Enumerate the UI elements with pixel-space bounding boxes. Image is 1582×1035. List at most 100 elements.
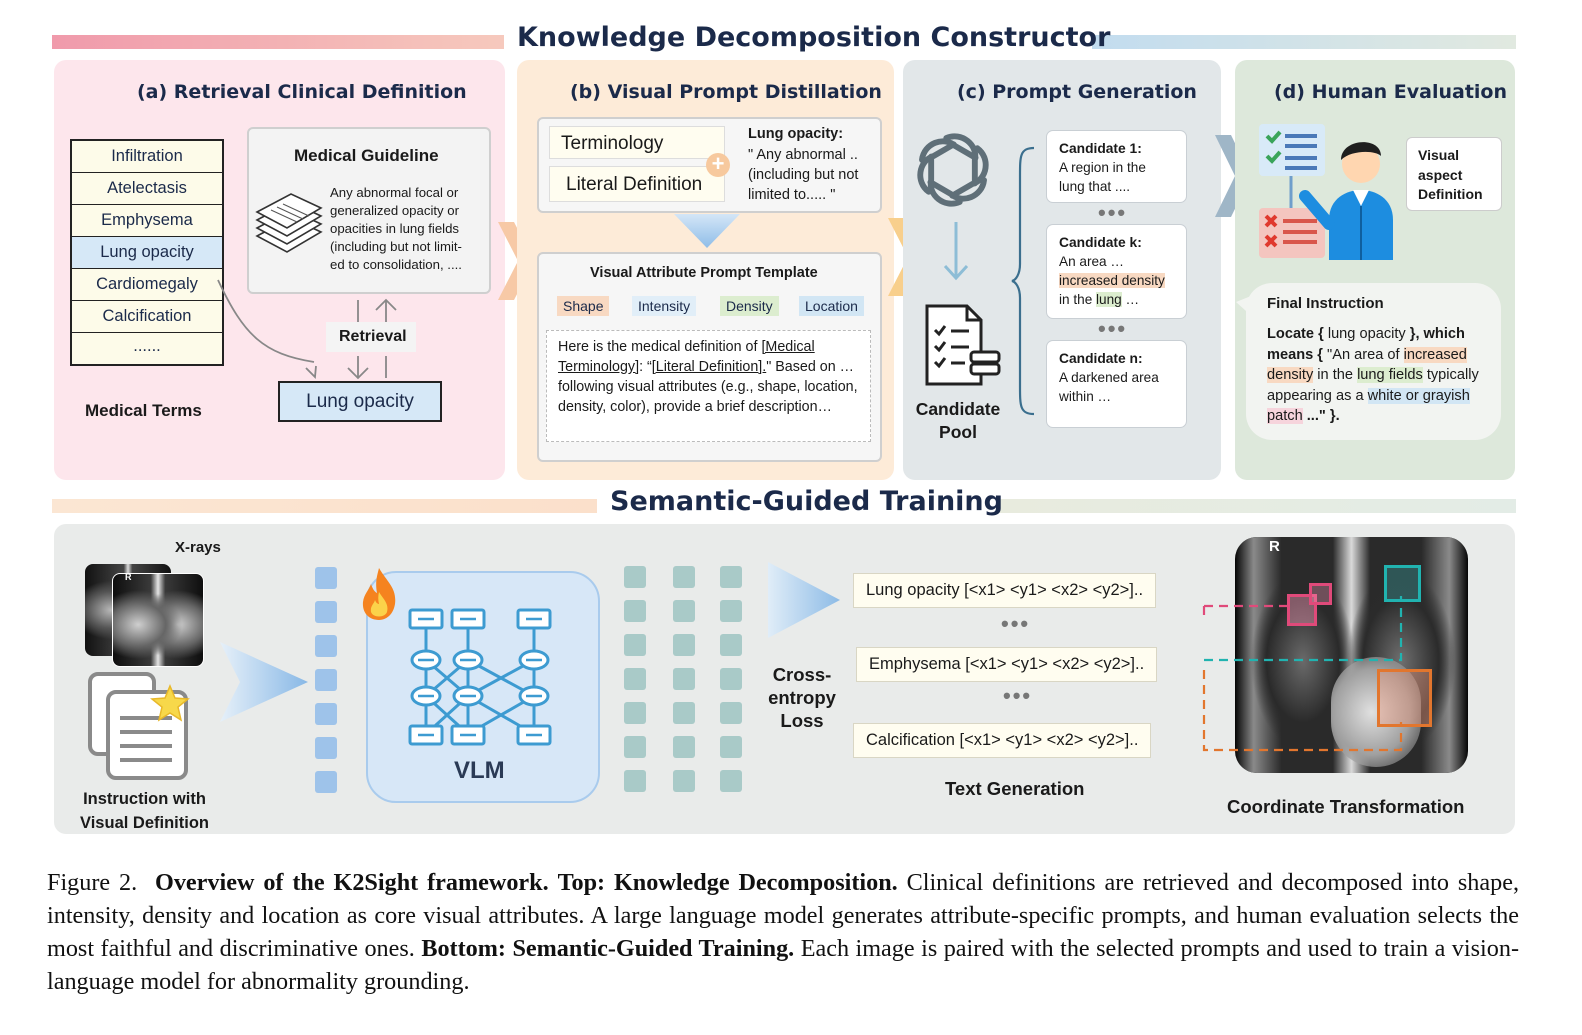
output-token [624, 566, 646, 588]
instruction-label: Instruction with Visual Definition [80, 790, 209, 832]
panel-d-title: (d) Human Evaluation [1274, 81, 1507, 103]
final-instruction-title: Final Instruction [1267, 295, 1384, 312]
ellipsis-dots: ••• [1098, 200, 1128, 225]
chest-xray-image [1235, 537, 1468, 773]
llm-logo-icon [917, 133, 989, 207]
coordinate-transformation-label: Coordinate Transformation [1227, 796, 1465, 817]
neural-network-icon [408, 608, 552, 746]
output-token [720, 668, 742, 690]
input-arrow-icon [220, 642, 308, 722]
input-token [315, 771, 337, 793]
final-highlight-intensity: white or grayish [1367, 387, 1470, 404]
bottom-title-bar-right [998, 499, 1516, 513]
candidate-card: Candidate k: An area … increased density i… [1046, 224, 1187, 319]
term-row: Calcification [72, 301, 222, 333]
top-title-bar-right [1092, 35, 1516, 49]
input-token [315, 737, 337, 759]
output-calcification: Calcification [<x1> <y1> <x2> <y2>].. [853, 723, 1152, 758]
attribute-tag-density: Density [720, 296, 779, 316]
caption-bold: Top: Knowledge Decomposition. [557, 869, 898, 896]
attribute-tag-location: Location [799, 296, 864, 316]
candidate-pool-label: Candidate Pool [915, 399, 1001, 442]
input-token [315, 703, 337, 725]
candidate-highlight-density: increased density [1059, 273, 1165, 288]
bottom-title-bar-left [52, 499, 597, 513]
caption-text: Each image is paired with the selected p… [47, 935, 1519, 995]
document-stack-icon [255, 193, 323, 253]
ellipsis-dots: ••• [1001, 611, 1031, 636]
caption-bold: Overview of the K2Sight framework. [155, 869, 549, 896]
down-arrow-icon [674, 214, 740, 248]
candidate-text: A region in the lung that .... [1059, 160, 1146, 194]
output-token [624, 600, 646, 622]
output-token [673, 770, 695, 792]
output-token [720, 702, 742, 724]
medical-terms-table: Infiltration Atelectasis Emphysema Lung … [70, 139, 224, 366]
bubble-tail [1236, 294, 1256, 320]
output-token [720, 566, 742, 588]
candidate-label: Candidate n: [1059, 351, 1143, 366]
final-text: in the [1313, 367, 1358, 383]
output-token [624, 770, 646, 792]
brace [1011, 146, 1035, 416]
final-highlight-shape: patch [1267, 408, 1303, 424]
retrieved-term-box: Lung opacity [278, 381, 442, 422]
bbox-lung-opacity-small [1309, 583, 1332, 605]
caption-bold: Bottom: Semantic-Guided Training. [421, 935, 795, 962]
term-row: ...... [133, 337, 161, 355]
panel-b-title: (b) Visual Prompt Distillation [570, 81, 882, 103]
template-text: " Based on … following visual attributes… [558, 359, 858, 415]
template-title: Visual Attribute Prompt Template [590, 265, 818, 281]
coordinate-links [1202, 596, 1403, 752]
output-token [624, 668, 646, 690]
fire-icon [362, 568, 396, 620]
output-lung-opacity: Lung opacity [<x1> <y1> <x2> <y2>].. [853, 573, 1157, 608]
candidate-text: in the [1059, 292, 1097, 307]
checklist-icon [925, 304, 1001, 386]
final-instruction-text: Locate { lung opacity }, which means { "… [1267, 324, 1497, 427]
medical-terms-label: Medical Terms [85, 401, 202, 420]
visual-definition-card [1406, 137, 1502, 211]
final-text: }, which means { [1267, 326, 1465, 363]
template-link: [Medical Terminology] [558, 339, 815, 375]
xrays-label: X-rays [175, 539, 221, 556]
candidate-card: Candidate 1: A region in the lung that ..… [1046, 130, 1187, 203]
output-token [720, 736, 742, 758]
definition-term: Lung opacity: [748, 126, 844, 142]
final-text: ..." }. [1302, 408, 1340, 424]
input-token [315, 567, 337, 589]
candidate-text: An area … [1059, 254, 1124, 269]
output-token [673, 566, 695, 588]
vlm-label: VLM [454, 757, 505, 784]
xray-heart [1331, 657, 1421, 767]
term-row-selected: Lung opacity [72, 237, 222, 269]
output-token [720, 600, 742, 622]
retrieval-label: Retrieval [339, 328, 407, 345]
input-token [315, 669, 337, 691]
output-token [720, 770, 742, 792]
caption-text: Clinical definitions are retrieved and d… [47, 869, 1520, 962]
literal-definition-chip: Literal Definition [549, 166, 725, 202]
bbox-calcification [1377, 669, 1432, 727]
term-to-box-arrow [217, 279, 317, 379]
final-text: lung opacity [1327, 326, 1406, 342]
down-arrow-icon [943, 222, 969, 281]
final-text: typically appearing as a [1267, 367, 1479, 404]
plus-icon: + [706, 153, 730, 177]
retrieval-label-bg [326, 322, 416, 352]
term-row: Emphysema [72, 205, 222, 237]
output-token [673, 634, 695, 656]
guideline-title: Medical Guideline [294, 146, 439, 165]
candidate-label: Candidate k: [1059, 235, 1142, 250]
candidate-label: Candidate 1: [1059, 141, 1142, 156]
document-star-icon [88, 672, 190, 780]
retrieval-arrows [347, 298, 397, 380]
output-token [720, 634, 742, 656]
xray-thumbnail [112, 573, 204, 667]
candidate-text: A darkened area within … [1059, 370, 1159, 404]
candidate-highlight-location: lung [1096, 292, 1122, 307]
output-arrow-icon [768, 562, 840, 638]
output-token [673, 600, 695, 622]
visual-definition-label: Visual aspect Definition [1418, 147, 1483, 202]
output-emphysema: Emphysema [<x1> <y1> <x2> <y2>].. [856, 647, 1158, 682]
